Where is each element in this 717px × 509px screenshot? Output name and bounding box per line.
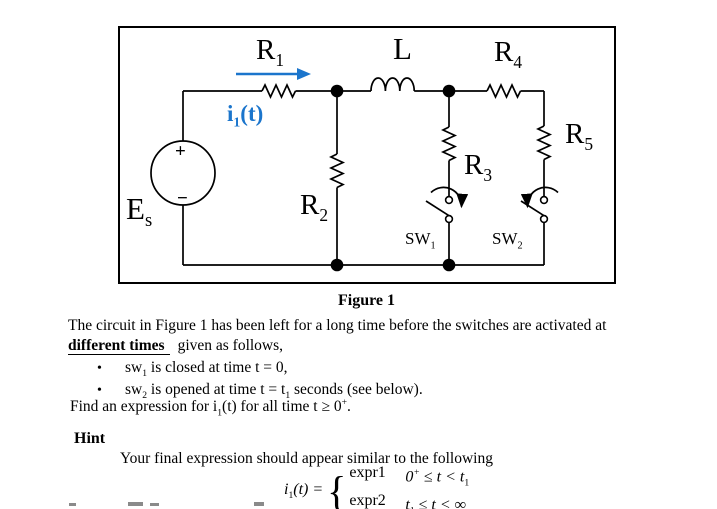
source-minus-sign: − xyxy=(177,188,188,209)
equation-lhs: i1(t) = xyxy=(284,481,324,502)
current-arrow xyxy=(236,68,311,80)
bullet-icon: • xyxy=(97,383,102,398)
bullet-sw2: •sw2 is opened at time t = t1 seconds (s… xyxy=(97,381,423,402)
switch-sw2 xyxy=(520,186,559,224)
node-dot xyxy=(442,258,456,272)
bullet-sw1: •sw1 is closed at time t = 0, xyxy=(97,359,288,380)
label-es: Es xyxy=(126,191,153,232)
resistor-r5 xyxy=(535,125,553,161)
label-r5: R5 xyxy=(565,118,594,154)
node-dot xyxy=(330,258,344,272)
label-l: L xyxy=(393,31,412,66)
resistor-r3 xyxy=(440,126,458,162)
label-r2: R2 xyxy=(300,189,329,225)
switch-sw1 xyxy=(425,186,469,224)
node-dots xyxy=(330,84,456,272)
node-dot xyxy=(330,84,344,98)
inductor-l xyxy=(370,77,416,92)
hint-title: Hint xyxy=(74,430,106,447)
figure-caption: Figure 1 xyxy=(337,292,396,309)
find-expression-line: Find an expression for i1(t) for all tim… xyxy=(70,397,351,419)
hint-body: Your final expression should appear simi… xyxy=(120,450,493,467)
label-i1t: i1(t) xyxy=(227,101,264,130)
label-sw2: SW2 xyxy=(492,229,523,252)
label-r4: R4 xyxy=(494,36,523,72)
piecewise-equation: i1(t) = { expr1 0+ ≤ t < t1 expr2 t1 ≤ t… xyxy=(284,464,469,509)
node-dot xyxy=(442,84,456,98)
equation-row-1: expr1 0+ ≤ t < t1 xyxy=(349,464,470,489)
source-plus-sign: + xyxy=(175,141,186,162)
figure-border xyxy=(118,26,616,284)
resistor-r1 xyxy=(261,82,297,100)
label-sw1: SW1 xyxy=(405,229,436,252)
label-r1: R1 xyxy=(256,34,285,70)
paragraph-line-1: The circuit in Figure 1 has been left fo… xyxy=(68,317,607,334)
equation-row-2: expr2 t1 ≤ t < ∞ xyxy=(349,491,467,509)
resistor-r2 xyxy=(328,153,346,189)
emphasis-different-times: different times xyxy=(68,337,170,355)
equation-rows: expr1 0+ ≤ t < t1 expr2 t1 ≤ t < ∞ xyxy=(349,464,469,509)
equation-brace: { xyxy=(327,467,347,509)
bullet-icon: • xyxy=(97,361,102,376)
label-r3: R3 xyxy=(464,149,493,185)
resistor-r4 xyxy=(486,82,522,100)
